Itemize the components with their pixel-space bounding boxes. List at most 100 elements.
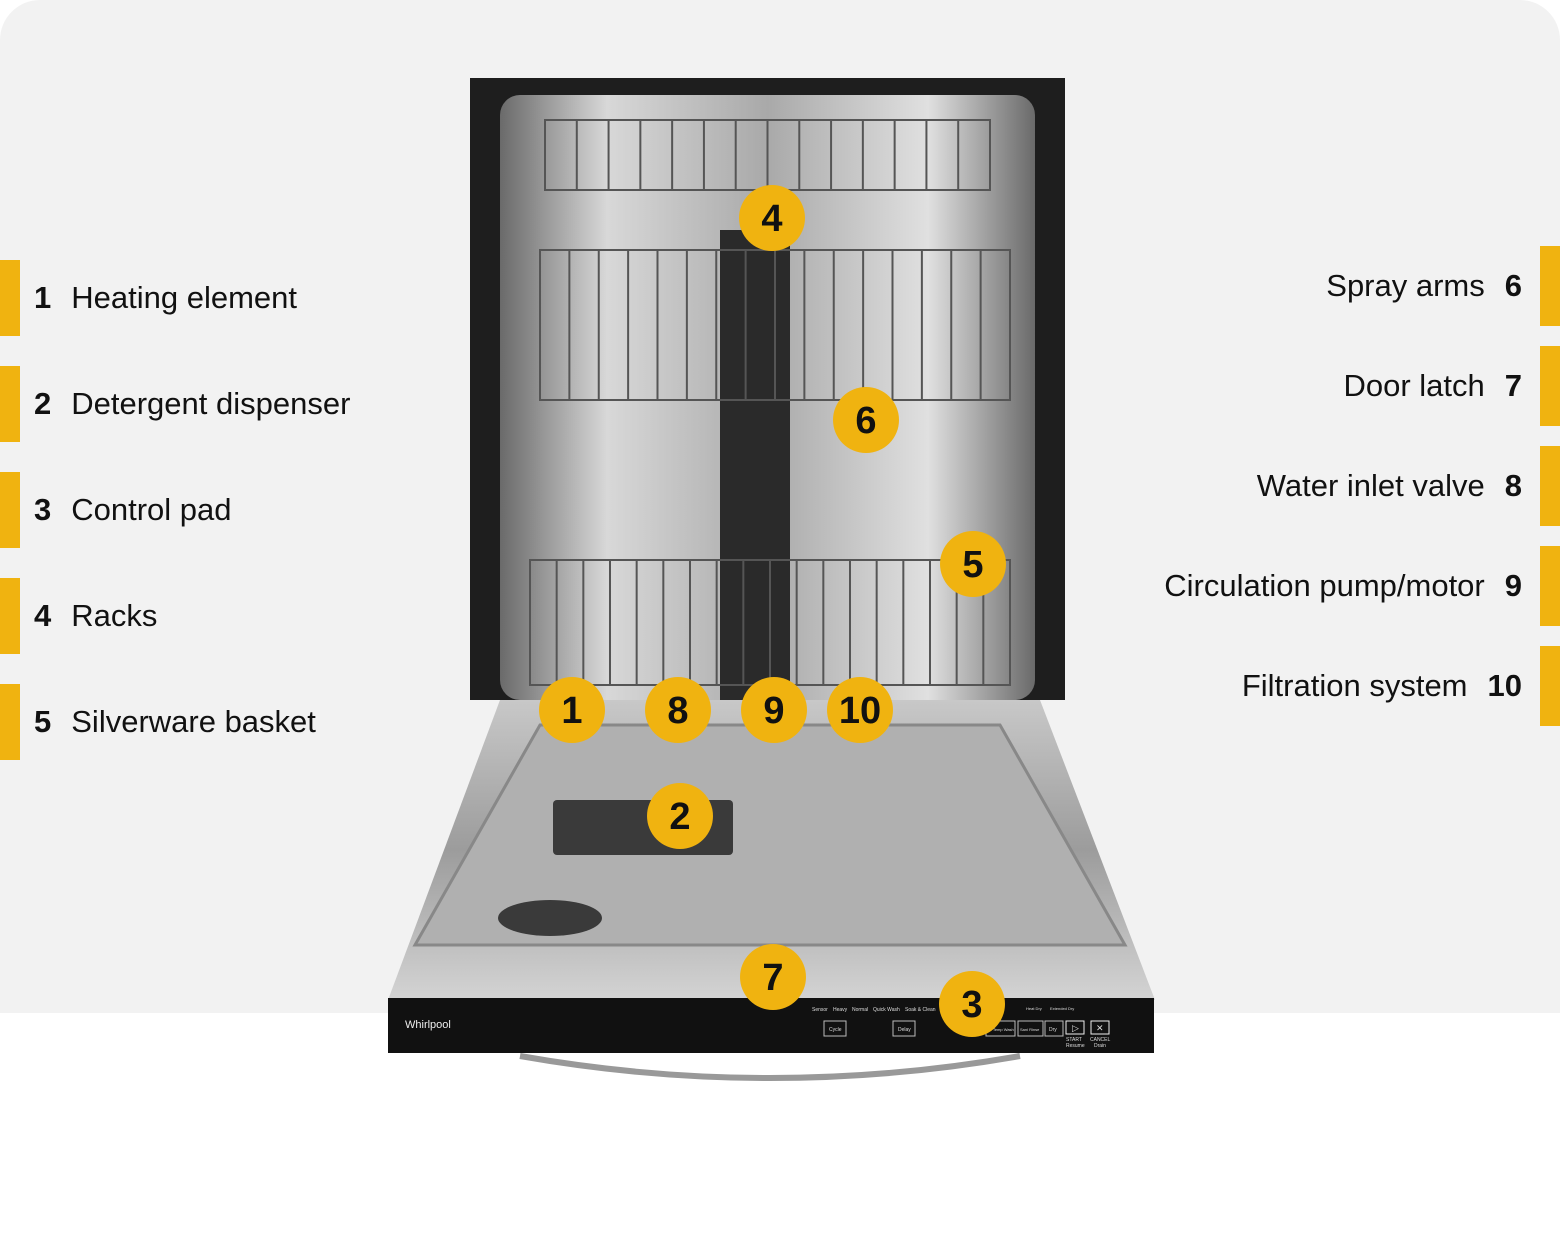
marker-circle	[833, 387, 899, 453]
option-label: Heavy	[833, 1007, 848, 1013]
marker-2: 2	[647, 783, 713, 849]
marker-number: 2	[669, 796, 690, 838]
part-label-5: 5 Silverware basket	[0, 684, 316, 760]
part-label-10: Filtration system 10	[1242, 646, 1560, 726]
marker-number: 8	[667, 690, 688, 732]
brand-logo: Whirlpool	[405, 1019, 451, 1031]
control-pad: Whirlpool Sensor Heavy Normal Quick Wash…	[405, 1006, 1111, 1049]
option-label: Soak & Clean	[905, 1007, 936, 1013]
part-number: 3	[34, 492, 52, 527]
dry-button[interactable]	[1044, 1020, 1064, 1037]
cancel-button[interactable]	[1090, 1020, 1110, 1035]
cancel-sub-label: Drain	[1094, 1043, 1106, 1049]
door-handle	[519, 1053, 1021, 1081]
vent	[498, 900, 602, 936]
marker-1: 1	[539, 677, 605, 743]
part-number: 2	[34, 386, 52, 421]
part-number: 4	[34, 598, 52, 633]
button-label: Delay	[898, 1027, 911, 1033]
part-label-6: Spray arms 6	[1326, 246, 1560, 326]
part-label-8: Water inlet valve 8	[1257, 446, 1560, 526]
accent-bar	[1540, 546, 1560, 626]
racks	[529, 119, 1011, 686]
option-label: Extended Dry	[1050, 1006, 1074, 1011]
marker-number: 10	[839, 690, 881, 732]
option-label: Quick Wash	[873, 1007, 900, 1013]
part-name: Door latch	[1343, 368, 1485, 403]
marker-circle	[939, 971, 1005, 1037]
part-label-7: Door latch 7	[1343, 346, 1560, 426]
start-label: START	[1066, 1037, 1082, 1043]
play-icon: ▷	[1072, 1023, 1079, 1033]
cycle-button[interactable]	[823, 1020, 847, 1037]
button-label: Sani Rinse	[1020, 1027, 1040, 1032]
marker-circle	[647, 783, 713, 849]
marker-8: 8	[645, 677, 711, 743]
spray-tower	[720, 230, 790, 700]
part-number: 10	[1487, 668, 1522, 703]
part-name: Filtration system	[1241, 668, 1468, 703]
option-label: Normal	[852, 1007, 868, 1013]
marker-9: 9	[741, 677, 807, 743]
marker-number: 9	[763, 690, 784, 732]
part-number: 7	[1504, 368, 1522, 403]
button-label: Dry	[1049, 1027, 1057, 1033]
accent-bar	[0, 578, 20, 654]
part-label-2: 2 Detergent dispenser	[0, 366, 350, 442]
accent-bar	[0, 472, 20, 548]
accent-bar	[1540, 346, 1560, 426]
option-label: Sensor	[812, 1007, 828, 1013]
part-name: Racks	[71, 598, 158, 633]
marker-number: 7	[762, 957, 783, 999]
marker-number: 4	[761, 198, 782, 240]
part-number: 8	[1504, 468, 1522, 503]
marker-6: 6	[833, 387, 899, 453]
marker-circle	[940, 531, 1006, 597]
accent-bar	[0, 684, 20, 760]
part-name: Water inlet valve	[1256, 468, 1485, 503]
marker-number: 6	[855, 400, 876, 442]
marker-7: 7	[740, 944, 806, 1010]
delay-button[interactable]	[892, 1020, 916, 1037]
start-sub-label: Resume	[1066, 1043, 1085, 1049]
accent-bar	[0, 260, 20, 336]
button-label: Hi Temp Wash	[988, 1027, 1014, 1032]
marker-10: 10	[827, 677, 893, 743]
marker-5: 5	[940, 531, 1006, 597]
marker-circle	[739, 185, 805, 251]
part-label-3: 3 Control pad	[0, 472, 232, 548]
option-label: Heat Dry	[1026, 1006, 1042, 1011]
part-number: 6	[1504, 268, 1522, 303]
marker-4: 4	[739, 185, 805, 251]
start-button[interactable]	[1065, 1020, 1085, 1035]
marker-3: 3	[939, 971, 1005, 1037]
part-name: Control pad	[71, 492, 232, 527]
cancel-label: CANCEL	[1090, 1037, 1111, 1043]
part-name: Heating element	[71, 280, 297, 315]
part-label-1: 1 Heating element	[0, 260, 297, 336]
marker-number: 3	[961, 984, 982, 1026]
button-label: Cycle	[829, 1027, 842, 1033]
accent-bar	[0, 366, 20, 442]
sani-rinse-button[interactable]	[1017, 1020, 1044, 1037]
marker-circle	[740, 944, 806, 1010]
marker-circle	[741, 677, 807, 743]
accent-bar	[1540, 246, 1560, 326]
marker-circle	[827, 677, 893, 743]
x-icon: ✕	[1096, 1023, 1104, 1033]
marker-number: 1	[561, 690, 582, 732]
part-number: 1	[34, 280, 52, 315]
accent-bar	[1540, 446, 1560, 526]
part-number: 5	[34, 704, 52, 739]
part-name: Silverware basket	[71, 704, 316, 739]
part-name: Spray arms	[1326, 268, 1485, 303]
accent-bar	[1540, 646, 1560, 726]
part-name: Detergent dispenser	[71, 386, 351, 421]
marker-circle	[539, 677, 605, 743]
part-number: 9	[1504, 568, 1522, 603]
part-label-4: 4 Racks	[0, 578, 157, 654]
part-label-9: Circulation pump/motor 9	[1164, 546, 1560, 626]
marker-circle	[645, 677, 711, 743]
part-name: Circulation pump/motor	[1164, 568, 1485, 603]
